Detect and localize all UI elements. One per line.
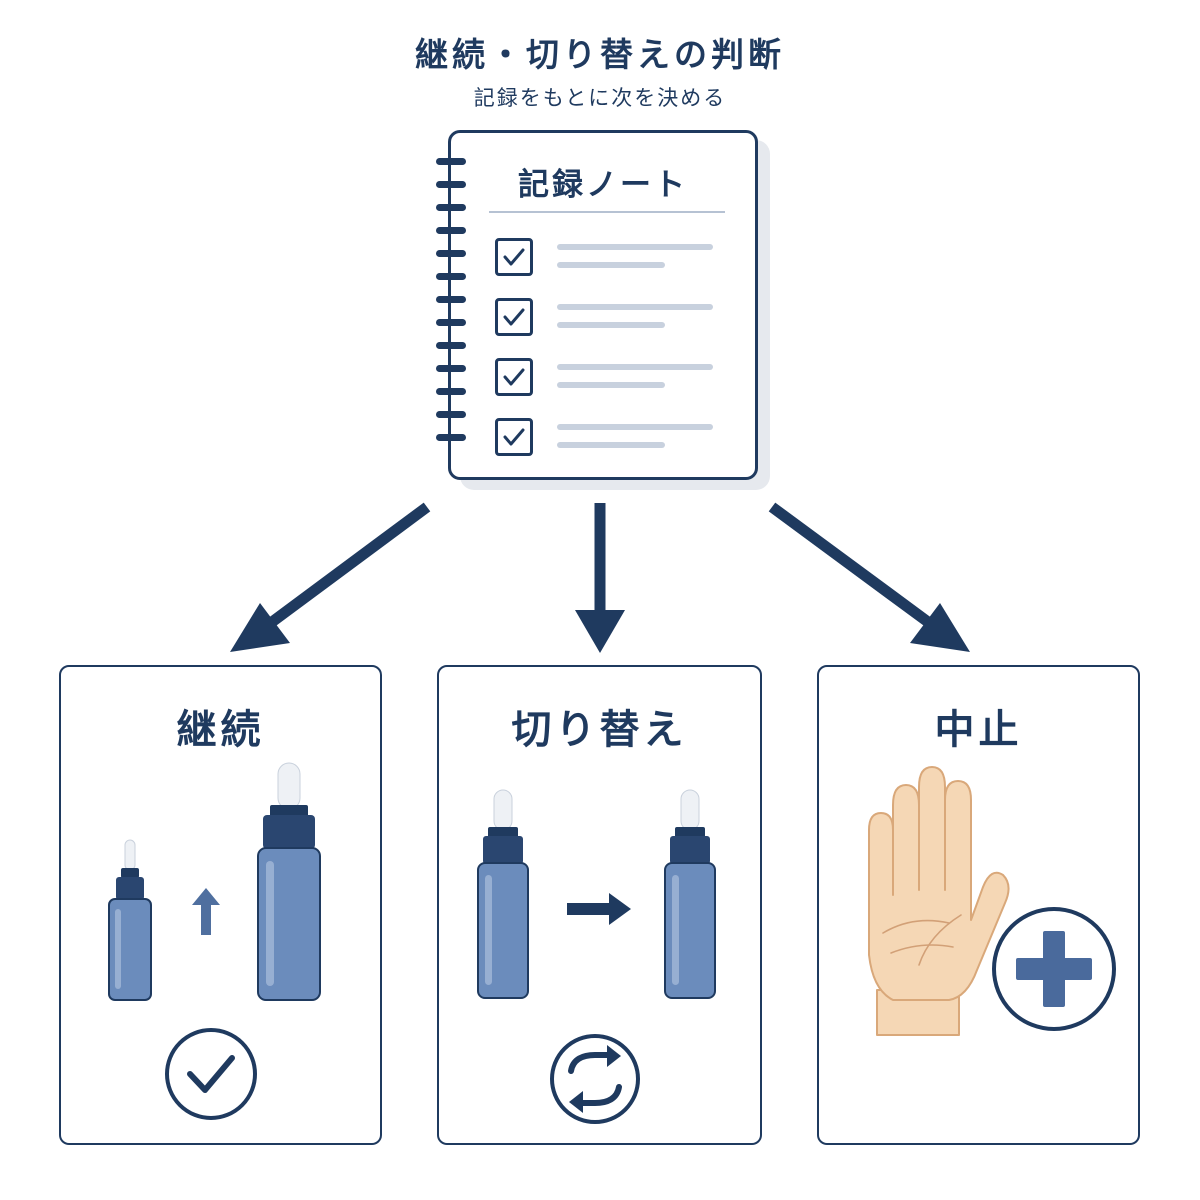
medical-cross-icon xyxy=(992,907,1116,1031)
notebook-title: 記録ノート xyxy=(518,167,688,203)
text-line xyxy=(557,424,713,430)
text-line xyxy=(557,442,665,448)
large-bottle-icon xyxy=(257,762,321,1001)
flow-arrows xyxy=(230,502,970,653)
stop-illustration xyxy=(868,766,1116,1036)
arrow-to-switch xyxy=(575,503,625,653)
page-subtitle: 記録をもとに次を決める xyxy=(473,86,727,110)
transition-arrow-icon xyxy=(567,893,631,925)
palm-lines xyxy=(882,914,962,966)
stop-hand-icon xyxy=(868,766,1010,1036)
spiral-binding xyxy=(436,158,466,441)
continue-illustration xyxy=(108,762,321,1120)
option-label-continue: 継続 xyxy=(176,707,265,753)
increase-arrow-icon xyxy=(192,888,220,935)
page-title: 継続・切り替えの判断 xyxy=(415,35,785,74)
arrow-to-stop xyxy=(768,502,970,652)
option-label-stop: 中止 xyxy=(934,707,1023,753)
text-line xyxy=(557,304,713,310)
checklist-item xyxy=(495,236,735,280)
text-line xyxy=(557,244,713,250)
checkbox-checked xyxy=(495,238,533,276)
text-line xyxy=(557,322,665,328)
checkbox-checked xyxy=(495,418,533,456)
checklist-item xyxy=(495,416,735,460)
text-line xyxy=(557,262,665,268)
checkmark-icon xyxy=(503,248,525,266)
current-bottle-icon xyxy=(477,789,529,999)
option-label-switch: 切り替え xyxy=(511,707,688,753)
switch-illustration xyxy=(477,789,716,1124)
text-line xyxy=(557,382,665,388)
checklist-item xyxy=(495,356,735,400)
notebook-divider xyxy=(489,211,725,213)
record-notebook: 記録ノート xyxy=(448,130,758,480)
arrow-to-continue xyxy=(230,502,431,652)
checkmark-icon xyxy=(503,308,525,326)
swap-circle-icon xyxy=(550,1034,640,1124)
checkbox-checked xyxy=(495,298,533,336)
text-line xyxy=(557,364,713,370)
checkbox-checked xyxy=(495,358,533,396)
new-bottle-icon xyxy=(664,789,716,999)
checkmark-icon xyxy=(503,368,525,386)
checklist-item xyxy=(495,296,735,340)
small-bottle-icon xyxy=(108,839,152,1001)
check-circle-icon xyxy=(165,1028,257,1120)
checkmark-icon xyxy=(503,428,525,446)
